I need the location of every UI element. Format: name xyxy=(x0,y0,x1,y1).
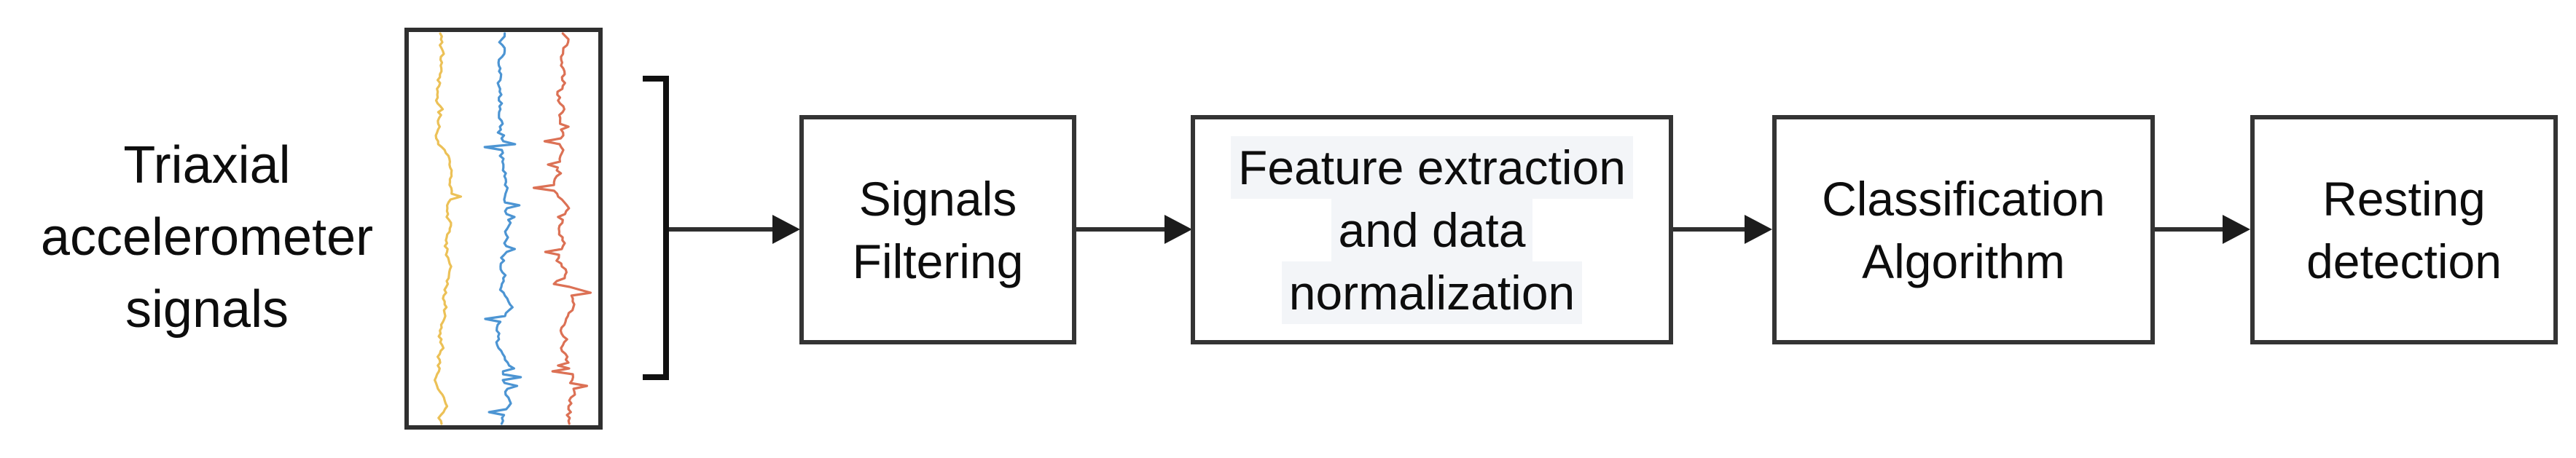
flow-arrow-1-head-icon xyxy=(772,215,800,244)
signal-traces-svg xyxy=(433,32,592,425)
flow-arrow-3-head-icon xyxy=(1745,215,1772,244)
step-classification-line-1: Classification xyxy=(1822,171,2105,226)
step-signals-filtering: Signals Filtering xyxy=(799,115,1076,344)
step-resting-detection: Resting detection xyxy=(2250,115,2558,344)
flow-arrow-1-line xyxy=(669,227,775,232)
step-feature-extraction: Feature extraction and data normalizatio… xyxy=(1191,115,1673,344)
accel-z-trace xyxy=(532,32,592,425)
step-feature-extraction-line-2: and data xyxy=(1331,198,1533,261)
step-resting-detection-line-1: Resting xyxy=(2322,171,2486,226)
accel-y-trace xyxy=(483,32,522,425)
flow-arrow-4-line xyxy=(2155,227,2224,232)
flow-arrow-2-head-icon xyxy=(1164,215,1192,244)
step-signals-filtering-line-1: Signals xyxy=(858,171,1017,226)
accelerometer-signals-plot xyxy=(404,28,603,430)
source-label: Triaxial accelerometer signals xyxy=(7,130,407,346)
flow-arrow-2-line xyxy=(1076,227,1167,232)
step-feature-extraction-line-1: Feature extraction xyxy=(1231,135,1633,199)
grouping-bracket xyxy=(643,76,669,380)
flow-arrow-4-head-icon xyxy=(2223,215,2250,244)
step-classification-algorithm: Classification Algorithm xyxy=(1772,115,2155,344)
accel-x-trace xyxy=(433,32,463,425)
flow-arrow-3-line xyxy=(1673,227,1746,232)
source-label-line-1: Triaxial xyxy=(123,136,291,194)
step-feature-extraction-line-3: normalization xyxy=(1281,261,1583,324)
source-label-line-2: accelerometer xyxy=(40,208,374,266)
step-resting-detection-line-2: detection xyxy=(2306,234,2502,288)
step-classification-line-2: Algorithm xyxy=(1862,234,2065,288)
source-label-line-3: signals xyxy=(125,280,289,339)
step-signals-filtering-line-2: Filtering xyxy=(852,234,1024,288)
